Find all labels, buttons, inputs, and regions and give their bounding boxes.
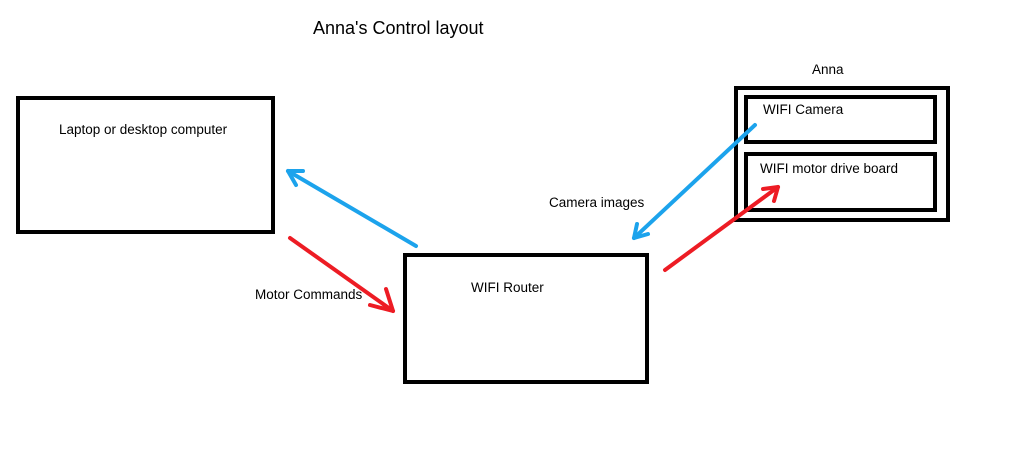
diagram-title: Anna's Control layout bbox=[313, 18, 484, 38]
motor-flow-arrow-to-motor-board bbox=[663, 185, 780, 272]
motor-board-label: WIFI motor drive board bbox=[760, 161, 899, 176]
motor-commands-label: Motor Commands bbox=[255, 287, 363, 302]
camera-label: WIFI Camera bbox=[763, 102, 844, 117]
robot-box bbox=[734, 86, 950, 222]
camera-box bbox=[744, 95, 937, 144]
motor-flow-arrow-to-router bbox=[288, 236, 395, 313]
camera-images-label: Camera images bbox=[549, 195, 645, 210]
router-box bbox=[403, 253, 649, 384]
computer-box bbox=[16, 96, 275, 234]
camera-flow-arrow-to-computer bbox=[286, 169, 418, 248]
camera-flow-arrow-to-router bbox=[632, 123, 757, 240]
motor-board-box bbox=[744, 152, 937, 212]
robot-label: Anna bbox=[812, 62, 844, 77]
router-label: WIFI Router bbox=[471, 280, 544, 295]
computer-label: Laptop or desktop computer bbox=[59, 122, 228, 137]
